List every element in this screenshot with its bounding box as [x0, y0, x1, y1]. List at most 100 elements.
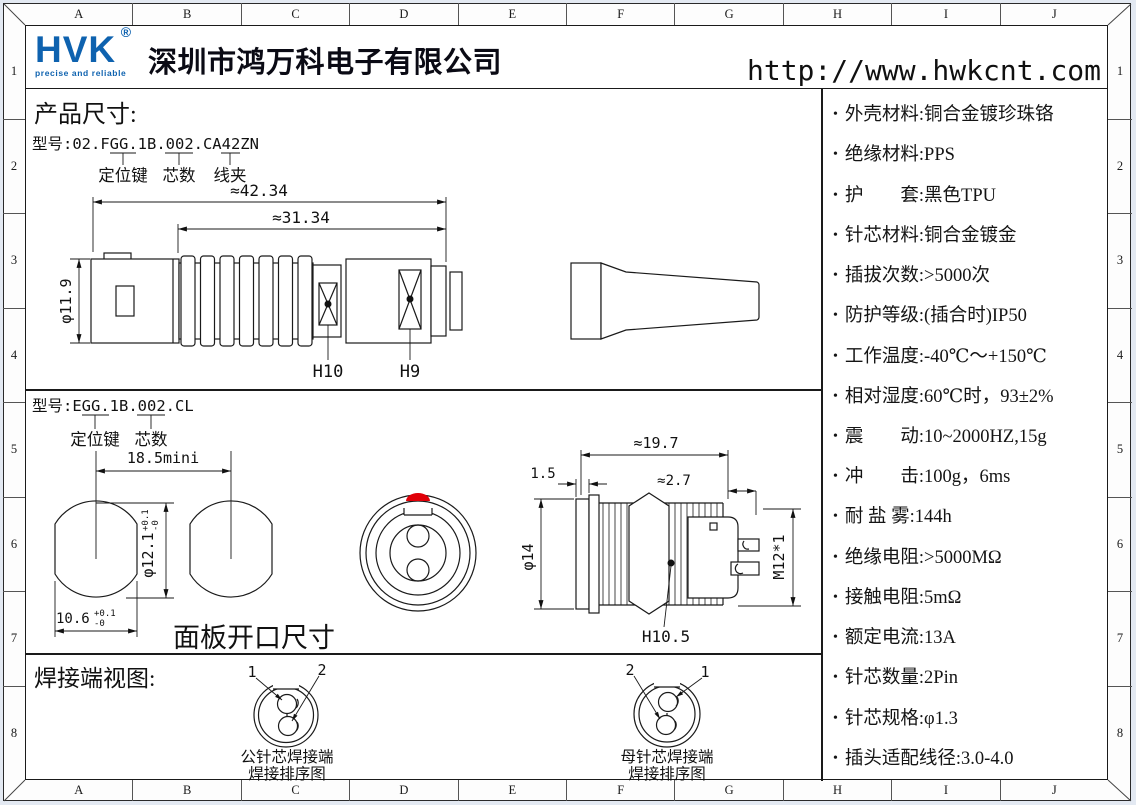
- spec-item: 耐 盐 雾:144h: [833, 502, 1109, 528]
- male-solder-view: 1 2 公针芯焊接端 焊接排序图: [240, 661, 333, 781]
- dim-socket-dia: φ14: [519, 543, 537, 570]
- spec-item: 插头适配线径:3.0-4.0: [833, 744, 1109, 770]
- grid-row-label: 4: [3, 309, 25, 403]
- callout-clamp: 线夹: [214, 166, 247, 185]
- grid-column-label: A: [25, 3, 134, 25]
- grid-row-label: 7: [3, 592, 25, 687]
- male-pin2-label: 2: [317, 661, 326, 679]
- grid-column-label: H: [784, 780, 893, 801]
- grid-row-label: 1: [1108, 25, 1132, 120]
- spec-item: 震 动:10~2000HZ,15g: [833, 422, 1109, 448]
- spec-item: 针芯规格:φ1.3: [833, 704, 1109, 730]
- callout-cores-2: 芯数: [135, 430, 169, 449]
- panel-divider-vertical: [821, 89, 823, 781]
- spec-item: 工作温度:-40℃～+150℃: [833, 342, 1109, 368]
- model-number: 型号:02.FGG.1B.002.CA42ZN: [32, 135, 259, 153]
- grid-row-label: 6: [3, 498, 25, 592]
- grid-column-label: F: [567, 780, 676, 801]
- grid-column-label: D: [350, 3, 459, 25]
- spec-item: 针芯数量:2Pin: [833, 663, 1109, 689]
- grid-column-label: J: [1051, 783, 1057, 797]
- sheet-content: HVK® precise and reliable 深圳市鸿万科电子有限公司 h…: [25, 24, 1109, 781]
- polarity-red-mark: [406, 493, 430, 501]
- female-solder-view: 2 1 母针芯焊接端 焊接排序图: [620, 661, 713, 781]
- section-title: 产品尺寸:: [34, 101, 137, 128]
- grid-row-label: 5: [3, 403, 25, 498]
- tolerance-minus: -0: [151, 520, 161, 531]
- grid-row-label: 2: [3, 120, 25, 214]
- spec-list: 外壳材料:铜合金镀珍珠铬绝缘材料:PPS护 套:黑色TPU针芯材料:铜合金镀金插…: [823, 89, 1109, 781]
- callout-keying-2: 定位键: [70, 430, 120, 449]
- dim-gap: ≈2.7: [657, 473, 691, 489]
- female-pin1-label: 1: [700, 663, 709, 681]
- grid-column-label: C: [242, 780, 351, 801]
- dim-pitch: 18.5mini: [127, 449, 199, 467]
- grid-column-label: E: [459, 780, 568, 801]
- plug-dimension-drawing: 产品尺寸: 型号:02.FGG.1B.002.CA42ZN 定位键 芯数 线夹 …: [32, 101, 760, 382]
- grid-row-label: 2: [1108, 120, 1132, 214]
- dim-flange: 1.5: [530, 466, 555, 482]
- dim-socket-length: ≈19.7: [633, 434, 678, 452]
- solder-section-title: 焊接端视图:: [34, 666, 155, 691]
- grid-column-label: C: [242, 3, 351, 25]
- spec-item: 外壳材料:铜合金镀珍珠铬: [833, 100, 1109, 126]
- grid-column-label: A: [25, 780, 134, 801]
- title-block: HVK® precise and reliable 深圳市鸿万科电子有限公司 h…: [26, 24, 1107, 89]
- spec-item: 冲 击:100g，6ms: [833, 462, 1109, 488]
- grid-row-label: 8: [10, 725, 18, 740]
- grid-column-label: H: [784, 3, 893, 25]
- male-caption-line1: 公针芯焊接端: [240, 748, 333, 766]
- spec-item: 接触电阻:5mΩ: [833, 583, 1109, 609]
- logo-text: HVK®: [35, 24, 133, 70]
- spec-item: 相对湿度:60℃时，93±2%: [833, 382, 1109, 408]
- dim-h9: H9: [400, 362, 420, 382]
- tolerance-plus-2: +0.1: [94, 609, 116, 619]
- female-caption-line2: 焊接排序图: [628, 765, 706, 781]
- grid-row-label: 1: [3, 25, 25, 120]
- dim-h10: H10: [313, 362, 344, 382]
- dim-cutout-width: 10.6: [56, 611, 90, 627]
- spec-item: 绝缘材料:PPS: [833, 140, 1109, 166]
- tolerance-minus-2: -0: [94, 619, 105, 629]
- dim-diameter: φ11.9: [57, 278, 75, 323]
- grid-column-label: I: [892, 3, 1001, 25]
- dim-front-length: ≈31.34: [272, 208, 330, 227]
- logo-tagline: precise and reliable: [35, 68, 127, 78]
- female-caption-line1: 母针芯焊接端: [620, 748, 713, 766]
- tolerance-plus: +0.1: [141, 509, 151, 531]
- solder-end-views: 焊接端视图: 1 2 公针芯焊接端 焊接排序图: [34, 661, 714, 781]
- grid-column-label: E: [459, 3, 568, 25]
- company-logo: HVK® precise and reliable: [35, 24, 133, 78]
- section-divider-1: [26, 389, 822, 391]
- grid-row-label: 4: [1108, 309, 1132, 403]
- grid-column-label: F: [567, 3, 676, 25]
- grid-column-label: J: [1051, 6, 1057, 21]
- male-pin1-label: 1: [247, 663, 256, 681]
- section-divider-2: [26, 653, 822, 655]
- spec-item: 针芯材料:铜合金镀金: [833, 221, 1109, 247]
- grid-row-label: 8: [1116, 725, 1124, 740]
- grid-row-label: 6: [1108, 498, 1132, 592]
- socket-dimension-drawing: 型号:EGG.1B.002.CL 定位键 芯数 18.5mini φ12.1 +…: [32, 397, 801, 653]
- callout-keying: 定位键: [98, 166, 148, 185]
- grid-column-label: B: [133, 3, 242, 25]
- spec-item: 防护等级:(插合时)IP50: [833, 301, 1109, 327]
- dim-cutout-dia: φ12.1: [139, 532, 157, 577]
- registered-trademark-icon: ®: [120, 24, 133, 40]
- grid-row-label: 3: [1108, 214, 1132, 309]
- grid-column-label: B: [133, 780, 242, 801]
- dim-overall-length: ≈42.34: [230, 181, 288, 200]
- grid-row-label: 7: [1108, 592, 1132, 687]
- callout-cores: 芯数: [163, 166, 197, 185]
- grid-column-label: D: [350, 780, 459, 801]
- spec-item: 插拔次数:>5000次: [833, 261, 1109, 287]
- grid-column-label: G: [675, 3, 784, 25]
- female-pin2-label: 2: [625, 661, 634, 679]
- dim-thread: M12*1: [770, 534, 788, 579]
- grid-column-label: I: [892, 780, 1001, 801]
- male-caption-line2: 焊接排序图: [248, 765, 326, 781]
- spec-item: 额定电流:13A: [833, 623, 1109, 649]
